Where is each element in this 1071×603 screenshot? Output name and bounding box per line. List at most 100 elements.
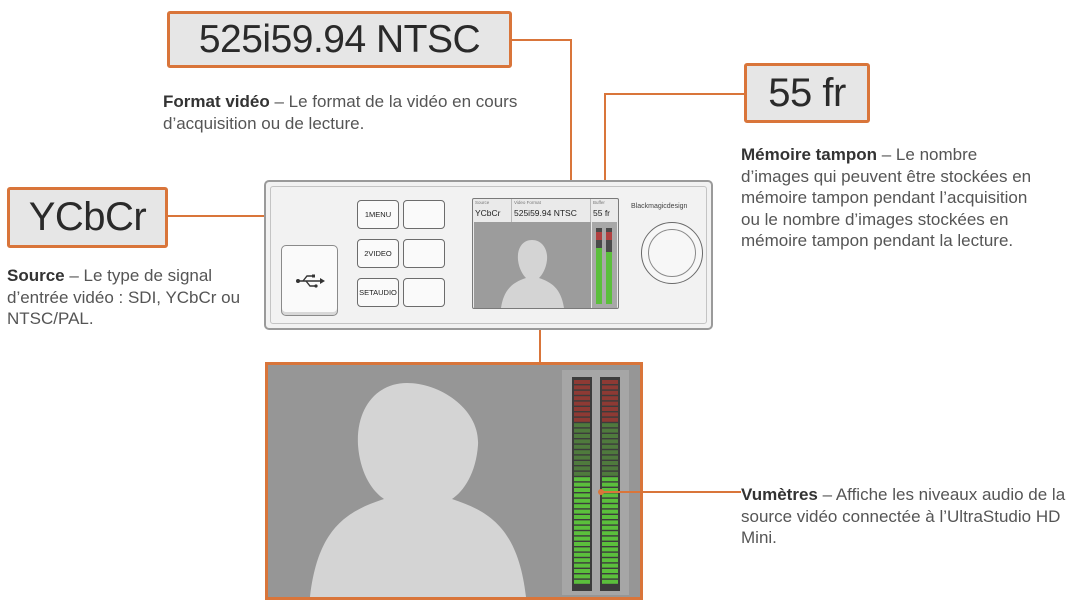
meter-segment [602, 390, 618, 395]
meter-segment [602, 498, 618, 503]
lcd-format-value: 525i59.94 NTSC [514, 208, 577, 218]
meter-segment [602, 542, 618, 546]
usb-icon [295, 274, 325, 288]
blank-button-1[interactable] [403, 200, 445, 229]
meter-segment [574, 390, 590, 395]
meter-segment [602, 461, 618, 465]
meter-segment [602, 401, 618, 406]
meter-segment [574, 520, 590, 525]
meter-segment [602, 558, 618, 563]
meter-segment [602, 504, 618, 509]
meter-segment [574, 525, 590, 530]
meter-segment [574, 488, 590, 492]
video-format-callout: 525i59.94 NTSC [167, 11, 512, 68]
lcd-buffer-header: Buffer [593, 200, 605, 205]
meter-segment [602, 396, 618, 401]
video-button[interactable]: 2VIDEO [357, 239, 399, 268]
buffer-callout: 55 fr [744, 63, 870, 123]
meter-segment [574, 509, 590, 514]
meter-segment [574, 498, 590, 503]
lcd-source-header: Source [475, 200, 490, 205]
meter-segment [574, 385, 590, 390]
meter-segment [574, 417, 590, 422]
meter-segment [574, 401, 590, 406]
meter-segment [602, 380, 618, 384]
format-description-text: – Le format de la vidéo en cours d’acqui… [163, 92, 518, 133]
meter-segment [574, 579, 590, 584]
meter-segment [574, 569, 590, 573]
meter-segment [602, 520, 618, 525]
meter-segment [574, 531, 590, 536]
lcd-audio-meter [592, 222, 617, 308]
lcd-buffer-value: 55 fr [593, 208, 611, 218]
meter-segment [574, 574, 590, 579]
meter-segment [602, 515, 618, 519]
format-connector [512, 39, 572, 219]
meter-segment [574, 439, 590, 444]
meter-segment [602, 488, 618, 492]
meter-segment [574, 482, 590, 487]
meter-segment [574, 450, 590, 455]
meter-segment [602, 563, 618, 568]
meter-segment [602, 412, 618, 417]
meter-segment [602, 569, 618, 573]
usb-port [281, 245, 338, 316]
audio-button[interactable]: SETAUDIO [357, 278, 399, 307]
meter-segment [602, 455, 618, 460]
meter-segment [574, 412, 590, 417]
source-callout: YCbCr [7, 187, 168, 248]
meter-segment [574, 515, 590, 519]
meter-segment [602, 579, 618, 584]
meter-segment [602, 536, 618, 541]
meter-segment [602, 385, 618, 390]
meter-segment [574, 444, 590, 449]
lcd-format-header: Video Format [514, 200, 541, 205]
meter-segment [602, 407, 618, 411]
meters-description-text: – Affiche les niveaux audio de la source… [741, 485, 1066, 547]
meter-segment [574, 547, 590, 552]
lcd-source-cell: Source YCbCr [473, 199, 512, 223]
format-description: Format vidéo – Le format de la vidéo en … [163, 91, 523, 134]
meter-segment [602, 509, 618, 514]
meter-segment [602, 423, 618, 428]
meter-segment [602, 547, 618, 552]
meter-segment [602, 466, 618, 471]
source-description-title: Source [7, 266, 65, 285]
meter-segment [602, 493, 618, 498]
meter-segment [574, 407, 590, 411]
lcd-buffer-cell: Buffer 55 fr [591, 199, 618, 223]
meter-segment [574, 504, 590, 509]
meter-segment [602, 439, 618, 444]
meter-segment [602, 482, 618, 487]
enlarged-silhouette [310, 383, 526, 597]
device-inner-bezel [270, 186, 707, 324]
meter-segment [574, 380, 590, 384]
meter-segment [602, 471, 618, 476]
meter-segment [602, 477, 618, 482]
buffer-description-text: – Le nombre d’images qui peuvent être st… [741, 145, 1032, 250]
blank-button-2[interactable] [403, 239, 445, 268]
meter-segment [574, 552, 590, 557]
meter-segment [602, 434, 618, 438]
buffer-description: Mémoire tampon – Le nombre d’images qui … [741, 144, 1041, 252]
lcd-video-area [474, 222, 591, 308]
meter-segment [602, 531, 618, 536]
meters-description-title: Vumètres [741, 485, 818, 504]
meter-segment [574, 428, 590, 433]
menu-button[interactable]: 1MENU [357, 200, 399, 229]
meters-description: Vumètres – Affiche les niveaux audio de … [741, 484, 1071, 549]
meter-segment [602, 525, 618, 530]
meter-segment [574, 477, 590, 482]
meter-segment [574, 493, 590, 498]
meter-segment [602, 574, 618, 579]
meter-segment [574, 563, 590, 568]
lcd-source-value: YCbCr [475, 208, 501, 218]
brand-logo: Blackmagicdesign [631, 203, 688, 210]
blank-button-3[interactable] [403, 278, 445, 307]
meter-segment [574, 455, 590, 460]
meter-segment [574, 461, 590, 465]
meter-segment [602, 428, 618, 433]
meter-segment [574, 558, 590, 563]
